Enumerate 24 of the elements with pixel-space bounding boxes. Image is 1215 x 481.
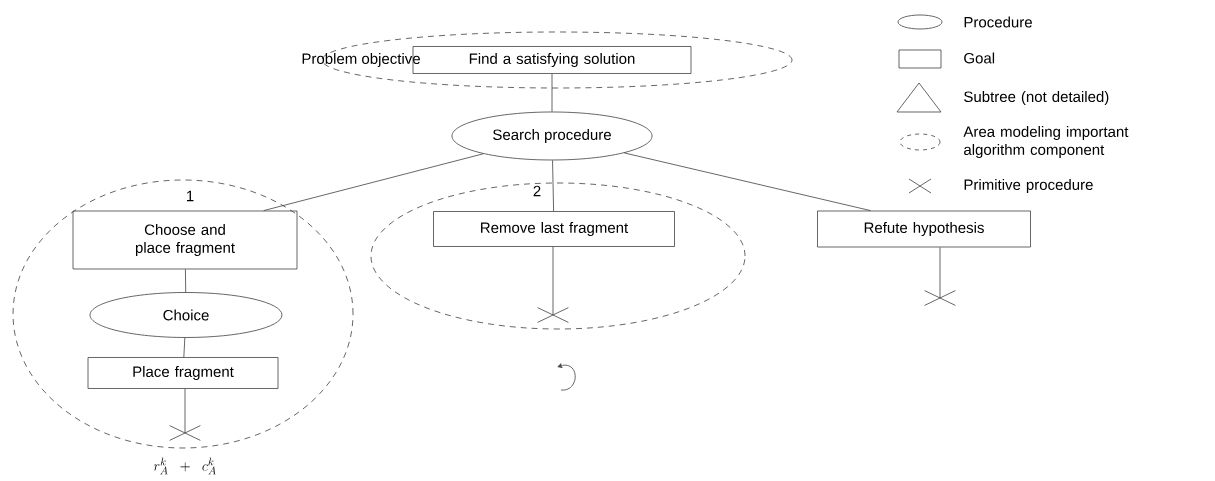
area-number: 1 [187, 190, 194, 202]
goal-box: Place fragment [87, 357, 279, 389]
connector-line [551, 73, 553, 112]
primitive-cross [924, 290, 956, 306]
legend-text: Procedure [964, 16, 1032, 28]
legend-text: Area modeling important algorithm component [963, 126, 1129, 158]
formula-label: $r_A^k \;\;+\;\; c_A^k$ [153, 457, 216, 475]
connector-line [552, 246, 554, 316]
connector-line [939, 247, 941, 299]
goal-box: Remove last fragment [433, 211, 675, 247]
goal-box: Choose and place fragment [72, 210, 298, 270]
connector-line [623, 152, 871, 211]
primitive-cross [537, 307, 569, 323]
connector-line [183, 337, 186, 358]
primitive-cross [169, 425, 201, 441]
legend-text: Primitive procedure [964, 179, 1093, 193]
connector-line [184, 388, 186, 434]
connector-line [185, 269, 187, 293]
legend-text: Goal [964, 52, 995, 64]
connector-line [552, 160, 554, 212]
goal-box: Refute hypothesis [817, 210, 1031, 248]
legend-text: Subtree (not detailed) [964, 91, 1109, 105]
area-number: 2 [533, 185, 541, 197]
side-label: Problem objective [302, 53, 420, 67]
